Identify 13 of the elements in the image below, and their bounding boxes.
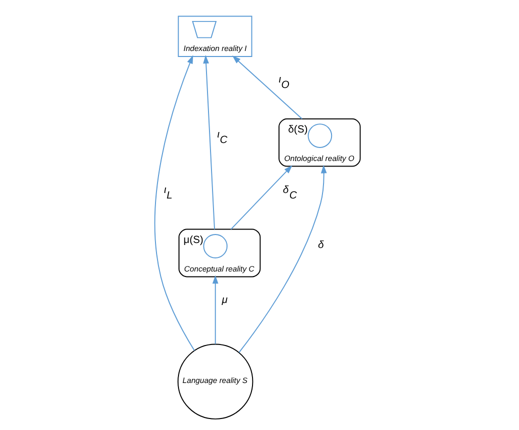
node-semicircle — [191, 20, 216, 38]
node-label: δ(S) — [288, 124, 308, 136]
node-label: μ(S) — [183, 234, 203, 246]
arrow — [230, 165, 292, 230]
arrow — [238, 164, 326, 353]
arrow — [212, 275, 218, 345]
arrow — [154, 55, 194, 352]
node-circle — [307, 124, 332, 148]
node-circle — [202, 234, 228, 258]
edge-label: δ — [317, 240, 324, 251]
arrow — [202, 55, 215, 230]
edge-label: μ — [221, 295, 228, 306]
arrow — [232, 56, 302, 120]
